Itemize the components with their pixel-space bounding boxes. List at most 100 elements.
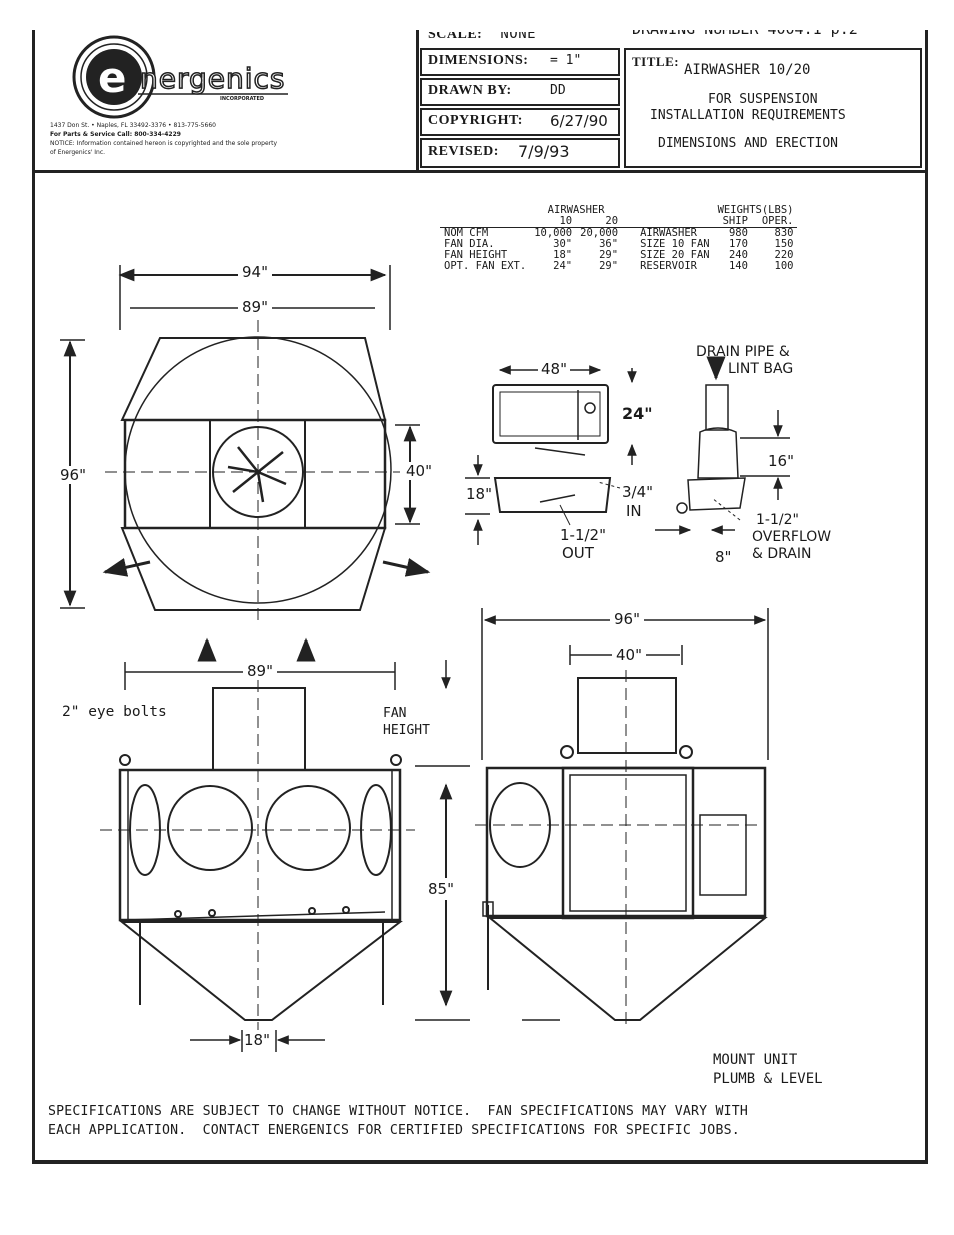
drawing-frame — [32, 30, 928, 1164]
dim-drain-8: 8" — [715, 548, 732, 566]
dim-drain-16: 16" — [768, 452, 794, 470]
cell-oper: 100 — [774, 260, 794, 272]
copyright-box: COPYRIGHT: 6/27/90 — [420, 108, 620, 136]
title-line-1: AIRWASHER 10/20 — [684, 62, 811, 78]
weight-label: SIZE 20 FAN — [640, 249, 710, 261]
fan-height-label-1: FAN — [383, 706, 407, 721]
company-service: For Parts & Service Call: 800-334-4229 — [50, 131, 181, 138]
row-label: FAN DIA. — [444, 238, 495, 250]
table-row: FAN HEIGHT 18" 29" SIZE 20 FAN 240 220 — [440, 250, 797, 261]
cell-20: 29" — [599, 260, 619, 272]
dim-fan-40: 40" — [404, 462, 434, 480]
row-label: FAN HEIGHT — [444, 249, 508, 261]
copyright-value: 6/27/90 — [550, 112, 608, 130]
cell-10: 30" — [553, 238, 573, 250]
overflow-drain-label: & DRAIN — [752, 546, 812, 562]
fan-height-label-2: HEIGHT — [383, 723, 430, 738]
col-header-oper: OPER. — [761, 215, 794, 227]
dim-side-40: 40" — [612, 646, 646, 664]
dim-reservoir-18: 18" — [466, 485, 492, 503]
reservoir-view — [465, 365, 637, 545]
weights-header: WEIGHTS(LBS) — [717, 204, 794, 216]
eye-bolts-note: 2" eye bolts — [62, 704, 167, 720]
spec-table-block: AIRWASHER WEIGHTS(LBS) 10 20 SHIP OPER. … — [440, 204, 798, 272]
mount-note-2: PLUMB & LEVEL — [713, 1071, 823, 1087]
drawing-number: DRAWING NUMBER 4004.1 p.2 — [632, 20, 858, 38]
table-row: OPT. FAN EXT. 24" 29" RESERVOIR 140 100 — [440, 261, 797, 272]
cell-20: 20,000 — [580, 227, 619, 239]
drawn-by-box: DRAWN BY: DD — [420, 78, 620, 106]
airwasher-group-header: AIRWASHER — [547, 204, 605, 216]
cell-ship: 170 — [728, 238, 748, 250]
cell-ship: 980 — [728, 227, 748, 239]
title-line-2: FOR SUSPENSION — [708, 92, 818, 107]
drawn-by-label: DRAWN BY: — [428, 83, 512, 98]
side-view — [415, 608, 769, 1030]
dim-inlet-label: IN — [626, 502, 642, 520]
copyright-label: COPYRIGHT: — [428, 113, 523, 128]
cell-oper: 830 — [774, 227, 794, 239]
cell-oper: 220 — [774, 249, 794, 261]
front-view — [100, 662, 415, 1052]
dim-bottom-89: 89" — [243, 662, 277, 680]
dimensions-label: DIMENSIONS: — [428, 53, 529, 68]
scale-label: SCALE: — [428, 27, 483, 42]
row-label: NOM CFM — [444, 227, 489, 239]
scale-field: SCALE: NONE — [428, 26, 537, 43]
dim-side-96: 96" — [610, 610, 644, 628]
top-view — [60, 265, 431, 662]
energenics-logo: e — [72, 35, 288, 119]
title-line-3: INSTALLATION REQUIREMENTS — [650, 108, 846, 123]
dim-reservoir-48: 48" — [538, 360, 570, 378]
cell-10: 10,000 — [534, 227, 573, 239]
weight-label: SIZE 10 FAN — [640, 238, 710, 250]
cell-20: 36" — [599, 238, 619, 250]
footer-line-1: SPECIFICATIONS ARE SUBJECT TO CHANGE WIT… — [48, 1104, 749, 1119]
title-block-separator — [416, 30, 419, 172]
dim-inlet-size: 3/4" — [622, 483, 654, 501]
drain-view — [655, 356, 790, 535]
company-notice: NOTICE: Information contained hereon is … — [50, 140, 278, 147]
specifications-notice: SPECIFICATIONS ARE SUBJECT TO CHANGE WIT… — [48, 1102, 918, 1140]
col-header-20: 20 — [605, 215, 619, 227]
drawn-by-value: DD — [550, 83, 566, 98]
weight-label: AIRWASHER — [640, 227, 697, 239]
mount-note-1: MOUNT UNIT — [713, 1052, 798, 1068]
cell-ship: 140 — [728, 260, 748, 272]
dim-outlet-label: OUT — [562, 544, 594, 562]
revised-value: 7/9/93 — [518, 142, 570, 161]
footer-line-2: EACH APPLICATION. CONTACT ENERGENICS FOR… — [48, 1123, 740, 1138]
cell-10: 24" — [553, 260, 573, 272]
cell-oper: 150 — [774, 238, 794, 250]
title-block-divider — [32, 170, 925, 173]
overflow-size: 1-1/2" — [756, 512, 799, 528]
dim-bottom-18: 18" — [244, 1031, 270, 1049]
title-box: TITLE: AIRWASHER 10/20 FOR SUSPENSION IN… — [624, 48, 922, 168]
dimensions-value: = 1" — [550, 53, 582, 68]
dimensions-box: DIMENSIONS: = 1" — [420, 48, 620, 76]
dim-top-89: 89" — [238, 298, 272, 316]
row-label: OPT. FAN EXT. — [444, 260, 527, 272]
cell-10: 18" — [553, 249, 573, 261]
company-block: e nergenics INCORPORATED 1437 Don St. • … — [40, 32, 412, 168]
dim-top-94: 94" — [238, 263, 272, 281]
dim-outlet-size: 1-1/2" — [560, 526, 606, 544]
title-line-4: DIMENSIONS AND ERECTION — [658, 136, 839, 151]
table-row: NOM CFM 10,000 20,000 AIRWASHER 980 830 — [440, 227, 798, 240]
revised-label: REVISED: — [428, 144, 499, 159]
overflow-label: OVERFLOW — [752, 529, 832, 545]
logo-subtitle: INCORPORATED — [220, 96, 265, 102]
drain-title-1: DRAIN PIPE & — [696, 344, 790, 360]
logo-wordmark: nergenics — [139, 61, 286, 96]
dim-height-85: 85" — [428, 878, 454, 900]
col-header-ship: SHIP — [722, 215, 748, 227]
table-row: FAN DIA. 30" 36" SIZE 10 FAN 170 150 — [440, 239, 797, 250]
svg-text:e: e — [98, 53, 127, 102]
spec-table: AIRWASHER WEIGHTS(LBS) 10 20 SHIP OPER. … — [440, 204, 798, 272]
weight-label: RESERVOIR — [640, 260, 697, 272]
dim-left-96: 96" — [58, 466, 88, 484]
scale-value: NONE — [500, 26, 537, 42]
company-notice-2: of Energenics' Inc. — [50, 149, 106, 156]
dim-reservoir-24: 24" — [622, 404, 653, 423]
cell-20: 29" — [599, 249, 619, 261]
